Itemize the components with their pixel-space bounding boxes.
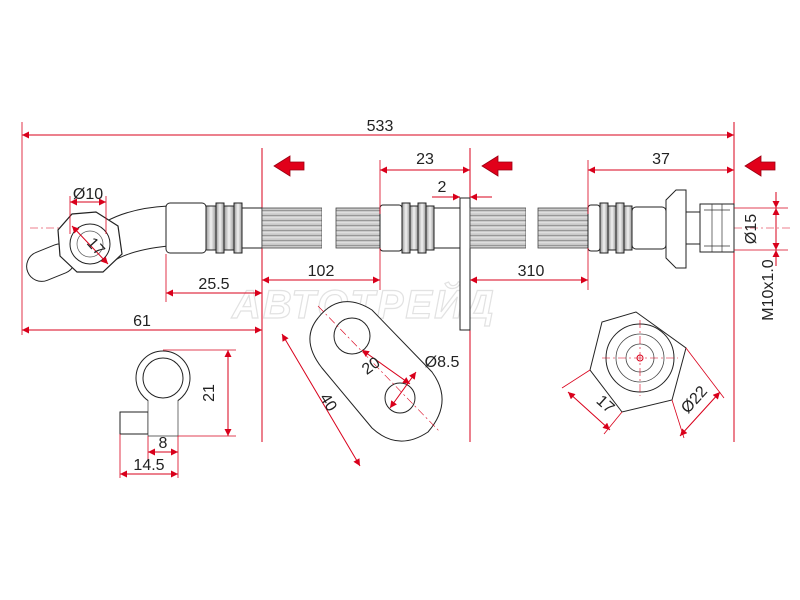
red-left-arrow-icon xyxy=(481,155,513,177)
end-diameter-label: Ø15 xyxy=(743,214,760,244)
dim85-line xyxy=(389,371,417,409)
overall-length-label: 533 xyxy=(367,118,394,135)
bracket-hole-diameter-label: Ø8.5 xyxy=(425,354,460,371)
fitting-nut xyxy=(589,311,687,413)
left-crimp-fitting xyxy=(165,202,263,254)
hose-break-1 xyxy=(322,204,336,252)
nut-dia-dim-line xyxy=(679,391,721,437)
section-102-label: 102 xyxy=(308,263,335,280)
flange-thickness-label: 2 xyxy=(438,179,447,196)
hose-segment-2 xyxy=(335,207,381,249)
elbow-width-inner-label: 8 xyxy=(159,435,168,452)
eye-diameter-label: Ø10 xyxy=(73,186,103,203)
hose-break-2 xyxy=(526,204,538,252)
left-fitting-length-label: 25.5 xyxy=(198,276,229,293)
section-37-label: 37 xyxy=(652,151,670,168)
elbow-height-label: 21 xyxy=(201,384,218,402)
nut-ext-1 xyxy=(561,369,591,389)
hose-segment-4 xyxy=(537,207,589,249)
nut-ext-2 xyxy=(603,411,623,435)
red-left-arrow-icon xyxy=(744,155,776,177)
section-310-label: 310 xyxy=(518,263,545,280)
dim40-line xyxy=(281,333,361,467)
eye-hex-dim-line xyxy=(71,225,109,265)
hose-segment-1 xyxy=(261,207,323,249)
thread-label: M10x1.0 xyxy=(760,259,777,320)
elbow-width-outer-label: 14.5 xyxy=(133,457,164,474)
nut-ext-3 xyxy=(685,347,725,399)
nut-diameter-label: Ø22 xyxy=(678,383,711,417)
nut-hex-dim-line xyxy=(567,391,611,431)
bracket-length-label: 40 xyxy=(316,391,340,415)
section-23-label: 23 xyxy=(416,151,434,168)
middle-crimp-fitting xyxy=(379,197,471,331)
elbow-side-view xyxy=(119,350,191,437)
left-offset-label: 61 xyxy=(133,313,151,330)
hose-segment-3 xyxy=(469,207,527,249)
red-left-arrow-icon xyxy=(273,155,305,177)
right-crimp-fitting xyxy=(587,189,735,269)
